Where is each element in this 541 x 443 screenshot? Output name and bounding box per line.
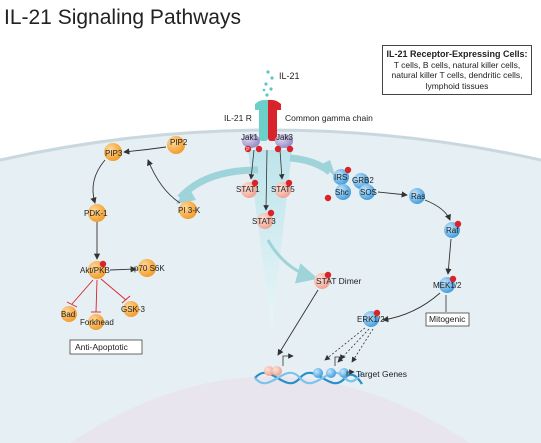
raf-label: Raf (446, 226, 459, 235)
arrow-ras-raf (424, 199, 451, 221)
phospho-jak1-label: P (246, 147, 250, 153)
shc-node (335, 184, 351, 200)
page-title: IL-21 Signaling Pathways (4, 6, 241, 29)
anti-apoptotic-label: Anti-Apoptotic (75, 342, 129, 352)
stat1-label: STAT1 (236, 185, 260, 194)
forkhead-label: Forkhead (80, 318, 114, 327)
pi3k-label: PI 3-K (178, 206, 201, 215)
arrow-head-irs (322, 160, 336, 178)
anti-apoptotic-box (69, 339, 143, 355)
receptor-cap-left (255, 99, 268, 110)
nucleus (70, 376, 470, 443)
gsk3-node (123, 301, 139, 317)
stat1-node (241, 182, 257, 198)
shc-label: Shc (335, 188, 349, 197)
irs-node (333, 169, 349, 185)
p70s6k-node (138, 259, 156, 277)
sos-label: SOS (360, 188, 377, 197)
arrow-stat-dna (277, 289, 319, 356)
pip2-label: PIP2 (170, 138, 188, 147)
phosphate-tags: P (99, 145, 462, 317)
pi3k-node (179, 201, 197, 219)
inhibition-lines (66, 278, 131, 313)
pip3-node (104, 143, 122, 161)
jak-stat-arrows (248, 149, 285, 211)
erk-label: ERK1/2 (357, 315, 385, 324)
il21-receptor (259, 101, 268, 141)
bad-node (61, 306, 77, 322)
arrow-mek-erk (382, 292, 441, 323)
jak3-label: Jak3 (276, 133, 293, 142)
arrow-pi3k-pip (147, 159, 181, 204)
jak1-node (242, 134, 260, 148)
receptor-cap-right (268, 99, 281, 110)
stat3-label: STAT3 (252, 217, 276, 226)
jak3-node (275, 134, 293, 148)
p70s6k-label: p70 S6K (134, 264, 165, 273)
sos-node (359, 184, 375, 200)
transcription-arrows (282, 353, 355, 376)
mitogenic-label: Mitogenic (429, 314, 466, 324)
mitogenic-box (425, 312, 470, 327)
pip3-label: PIP3 (105, 149, 123, 158)
arrow-akt-p70 (109, 266, 137, 273)
pdk1-label: PDK-1 (84, 209, 108, 218)
jak1-label: Jak1 (241, 133, 258, 142)
pip2-node (167, 136, 185, 154)
il21-label: IL-21 (279, 71, 300, 81)
gamma-chain-label: Common gamma chain (285, 113, 373, 123)
dna-bound-factors (264, 366, 349, 378)
irs-label: IRS (334, 173, 347, 182)
gamma-chain (268, 101, 277, 141)
stat5-label: STAT5 (271, 185, 295, 194)
arrow-head-pi3k (176, 186, 196, 204)
arrow-pip3-pdk1 (90, 159, 106, 204)
bad-label: Bad (61, 310, 75, 319)
arrow-stat-dimer (266, 239, 318, 284)
receptor-cells-info-box: IL-21 Receptor-Expressing Cells: T cells… (382, 45, 532, 95)
stat-dimer-label: STAT Dimer (316, 276, 362, 286)
akt-label: Akt/PKB (80, 266, 110, 275)
gsk3-label: GSK-3 (121, 305, 146, 314)
ras-label: Ras (411, 192, 425, 201)
forkhead-node (88, 314, 104, 330)
grb2-label: GRB2 (352, 176, 374, 185)
info-box-body: T cells, B cells, natural killer cells, … (391, 59, 523, 91)
stat3-node (257, 213, 273, 229)
il21-ligand (262, 70, 274, 97)
arrow-raf-mek (445, 238, 452, 275)
mek-label: MEK1/2 (433, 281, 462, 290)
arrow-sos-ras (377, 191, 408, 198)
target-genes-label: Target Genes (356, 369, 407, 379)
stat5-node (275, 182, 291, 198)
arrow-pip2-pip3 (123, 146, 167, 155)
info-box-heading: IL-21 Receptor-Expressing Cells: (386, 49, 528, 59)
pdk1-node (88, 204, 106, 222)
arrow-to-irs (289, 154, 333, 175)
ras-node (409, 188, 425, 204)
receptor-label: IL-21 R (224, 113, 252, 123)
